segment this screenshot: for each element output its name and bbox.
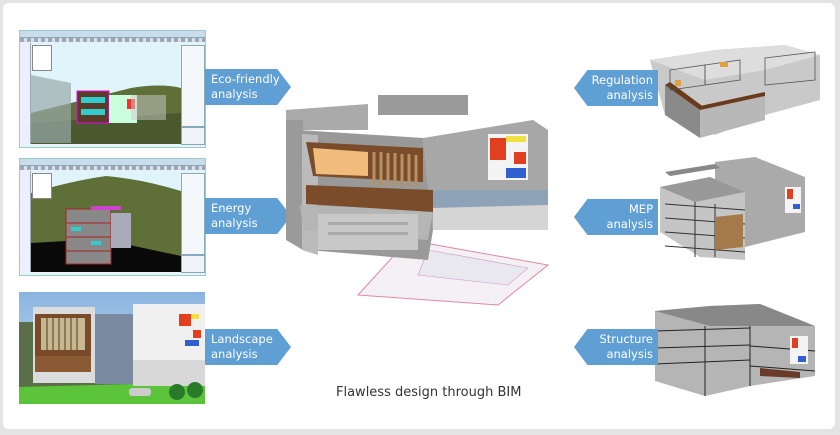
tag-line2: analysis — [211, 87, 258, 101]
toolbar — [20, 166, 205, 170]
tag-line1: Landscape — [211, 332, 273, 346]
tag-line2: analysis — [606, 88, 653, 102]
right-panel — [181, 45, 205, 127]
tag-line2: analysis — [211, 347, 258, 361]
landscape-analysis-tag: Landscape analysis — [205, 329, 291, 365]
bim-building-model — [278, 90, 568, 320]
tool-palette — [32, 173, 52, 199]
window-titlebar — [20, 31, 205, 38]
property-panel — [181, 255, 205, 273]
diagram-caption: Flawless design through BIM — [336, 385, 522, 400]
tag-line2: analysis — [606, 217, 653, 231]
tag-line1: MEP — [628, 202, 653, 216]
property-panel — [181, 127, 205, 145]
landscape-rendering — [19, 292, 205, 404]
regulation-analysis-tag: Regulation analysis — [574, 70, 658, 106]
energy-analysis-screenshot — [19, 158, 206, 276]
tag-line1: Regulation — [591, 73, 653, 87]
viewport — [31, 43, 181, 144]
mep-analysis-tag: MEP analysis — [574, 199, 658, 235]
left-panel — [20, 171, 31, 272]
right-panel — [181, 173, 205, 255]
tool-palette — [32, 45, 52, 71]
tag-line1: Eco-friendly — [211, 72, 280, 86]
energy-analysis-tag: Energy analysis — [205, 198, 291, 234]
eco-friendly-analysis-tag: Eco-friendly analysis — [205, 69, 291, 105]
left-panel — [20, 43, 31, 144]
viewport — [31, 171, 181, 272]
tag-line2: analysis — [606, 347, 653, 361]
structure-section-model — [650, 296, 820, 400]
eco-friendly-analysis-screenshot — [19, 30, 206, 148]
toolbar — [20, 38, 205, 42]
tag-line1: Energy — [211, 201, 252, 215]
mep-section-model — [655, 152, 815, 262]
tag-line1: Structure — [599, 332, 654, 346]
structure-analysis-tag: Structure analysis — [574, 329, 658, 365]
window-titlebar — [20, 159, 205, 166]
tag-line2: analysis — [211, 216, 258, 230]
regulation-floorplan-model — [645, 40, 825, 140]
